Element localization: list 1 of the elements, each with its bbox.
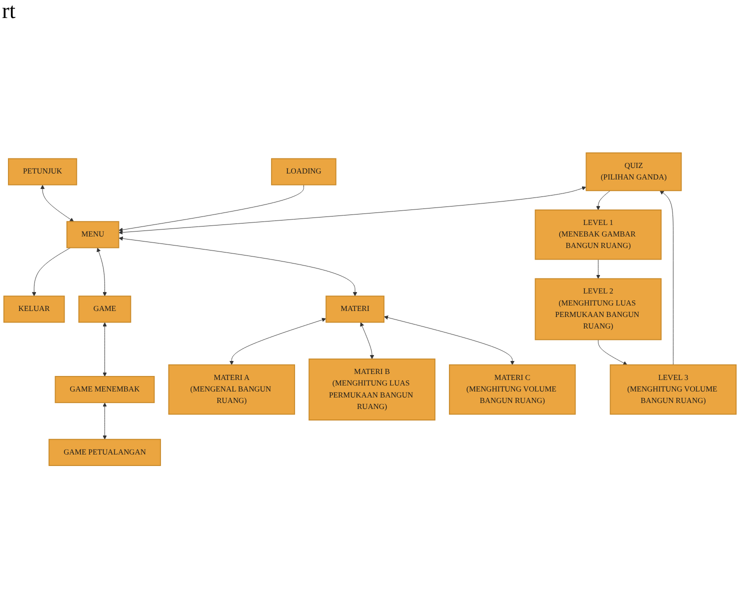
note-text: rt xyxy=(2,0,16,23)
